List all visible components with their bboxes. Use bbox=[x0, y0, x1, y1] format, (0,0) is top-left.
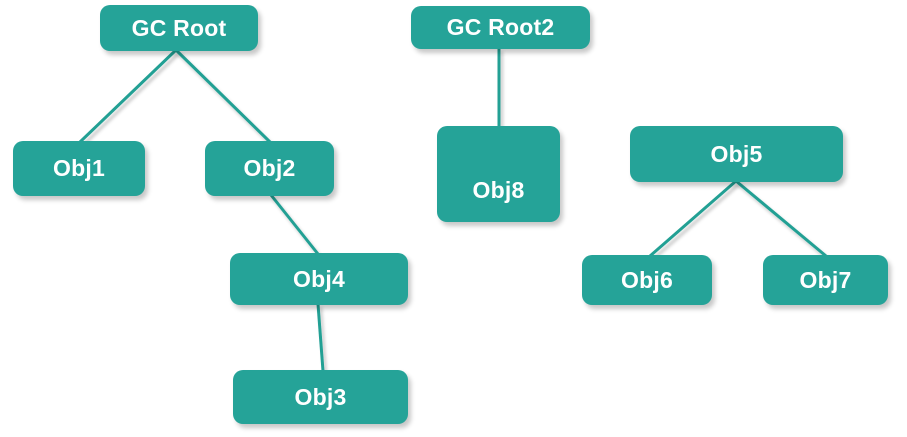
node-label-gcroot2: GC Root2 bbox=[446, 14, 555, 40]
node-label-obj1: Obj1 bbox=[53, 155, 105, 181]
node-obj5[interactable]: Obj5 bbox=[630, 126, 843, 182]
edge-obj2-to-obj4 bbox=[269, 194, 320, 255]
node-label-obj4: Obj4 bbox=[293, 265, 345, 292]
node-obj2[interactable]: Obj2 bbox=[205, 141, 334, 196]
node-obj8[interactable]: Obj8 bbox=[437, 126, 560, 222]
node-label-gcroot: GC Root bbox=[131, 14, 227, 41]
edge-obj5-to-obj6 bbox=[649, 179, 737, 258]
node-obj7[interactable]: Obj7 bbox=[763, 255, 888, 305]
node-label-obj2: Obj2 bbox=[243, 155, 296, 181]
edge-obj4-to-obj3 bbox=[316, 303, 325, 372]
node-label-obj8: Obj8 bbox=[472, 176, 525, 203]
node-label-obj5: Obj5 bbox=[710, 140, 763, 167]
edge-gcroot-to-obj2 bbox=[174, 48, 272, 144]
node-gcroot2[interactable]: GC Root2 bbox=[411, 6, 590, 49]
node-label-obj3: Obj3 bbox=[294, 383, 347, 410]
node-label-obj7: Obj7 bbox=[799, 266, 852, 293]
edge-obj5-to-obj7 bbox=[735, 179, 827, 258]
edge-gcroot-to-obj1 bbox=[78, 48, 178, 144]
node-label-obj6: Obj6 bbox=[621, 266, 673, 293]
node-obj4[interactable]: Obj4 bbox=[230, 253, 408, 305]
node-obj1[interactable]: Obj1 bbox=[13, 141, 145, 196]
node-gcroot[interactable]: GC Root bbox=[100, 5, 258, 51]
node-obj6[interactable]: Obj6 bbox=[582, 255, 712, 305]
node-obj3[interactable]: Obj3 bbox=[233, 370, 408, 424]
connector-edges bbox=[78, 48, 827, 372]
